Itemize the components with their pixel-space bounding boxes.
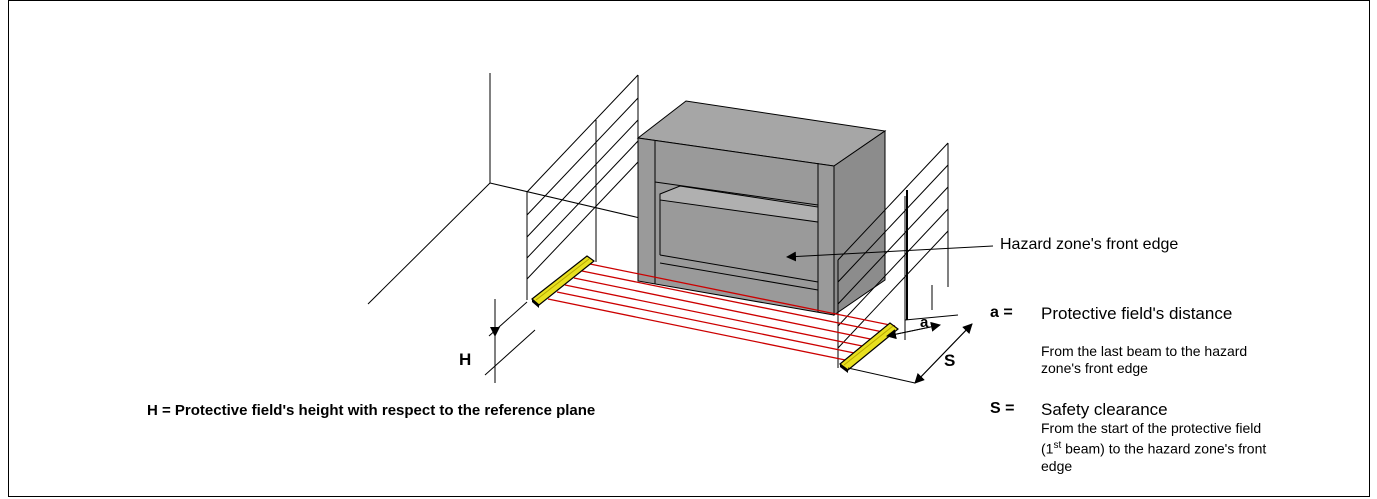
hazard-edge-leader [786,245,994,262]
h-caption: H = Protective field's height with respe… [147,402,596,419]
a-dimension-label: a [920,314,929,331]
room-corner-lines [367,73,641,305]
right-sensor-bar [839,322,899,373]
legend-s-desc-part1: From the start of the protective field (… [1041,420,1262,457]
machine-hazard-zone [636,100,887,316]
legend-a-description: From the last beam to the hazard zone's … [1041,343,1248,376]
legend-s-desc-part2: beam) to the hazard zone's front edge [1041,440,1267,474]
h-dimension-label: H [459,350,472,369]
light-beams [547,263,896,363]
legend-s-desc-sup: st [1053,440,1062,451]
legend-s-symbol: S = [990,400,1015,417]
legend-s-title: Safety clearance [1041,400,1168,419]
h-dimension [484,299,536,383]
legend-a-symbol: a = [990,304,1013,321]
a-s-dimensions [847,285,973,384]
left-sensor-bar [531,255,595,308]
legend-a-title: Protective field's distance [1041,304,1233,323]
right-protective-field [837,142,949,368]
hazard-front-edge-label: Hazard zone's front edge [1000,236,1179,253]
legend-s-description: From the start of the protective field (… [1041,420,1267,475]
s-dimension-label: S [944,351,956,370]
